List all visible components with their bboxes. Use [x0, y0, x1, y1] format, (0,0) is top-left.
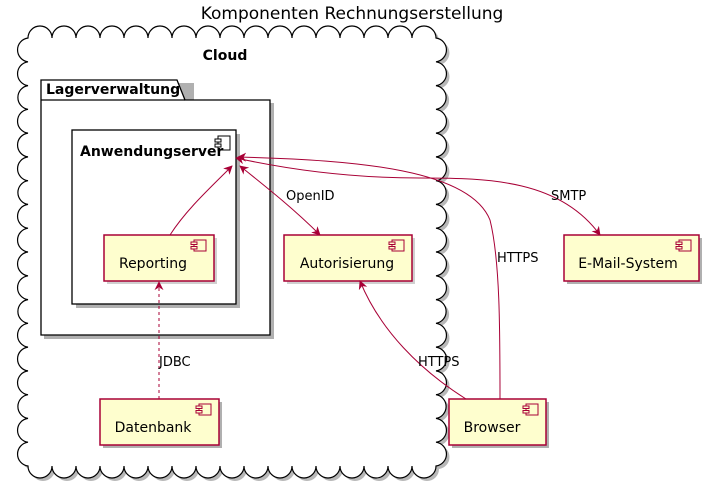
edge-label-jdbc: JDBC	[158, 355, 191, 370]
edge-browser-anwendungsserver	[237, 152, 501, 400]
edge-label-https-server: HTTPS	[497, 251, 539, 266]
component-icon	[388, 239, 405, 252]
edge-reporting-anwendungsserver	[169, 165, 233, 236]
component-icon	[214, 135, 231, 151]
component-browser[interactable]: Browser	[448, 398, 549, 448]
component-label-autorisierung: Autorisierung	[300, 256, 394, 272]
component-icon	[522, 403, 539, 416]
component-icon	[190, 239, 207, 252]
edge-smtp	[235, 155, 601, 236]
component-email-system[interactable]: E-Mail-System	[563, 234, 702, 284]
edge-label-https-auth: HTTPS	[418, 355, 460, 370]
package-label: Lagerverwaltung	[46, 82, 180, 98]
component-reporting[interactable]: Reporting	[103, 234, 217, 284]
cloud-label: Cloud	[203, 48, 248, 64]
edge-browser-autorisierung	[358, 280, 467, 400]
component-label-reporting: Reporting	[119, 256, 187, 272]
component-icon	[675, 239, 692, 252]
component-label-browser: Browser	[464, 420, 521, 436]
diagram-title: Komponenten Rechnungserstellung	[201, 4, 504, 24]
component-label-email-system: E-Mail-System	[578, 256, 678, 272]
edge-label-openid: OpenID	[286, 189, 335, 204]
component-autorisierung[interactable]: Autorisierung	[283, 234, 415, 284]
edge-label-smtp: SMTP	[551, 189, 586, 204]
component-label-anwendungsserver: Anwendungserver	[80, 144, 224, 160]
component-icon	[195, 403, 212, 416]
component-label-datenbank: Datenbank	[115, 420, 193, 436]
component-datenbank[interactable]: Datenbank	[99, 398, 222, 448]
